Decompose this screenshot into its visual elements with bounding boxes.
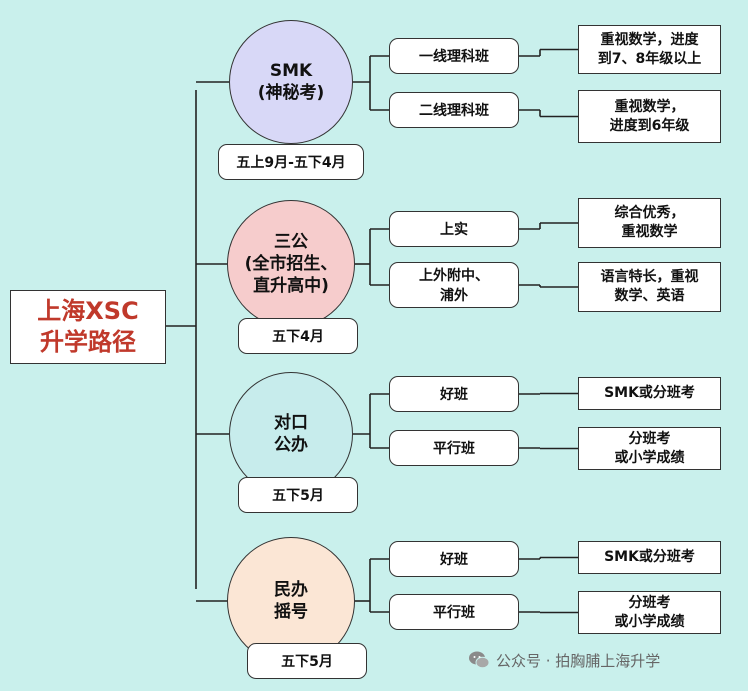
- track-box: 好班: [389, 376, 519, 412]
- track-description: 分班考或小学成绩: [578, 427, 721, 470]
- branch-date-1: 五上9月-五下4月: [218, 144, 364, 180]
- track-name: 好班: [440, 387, 468, 403]
- track-description-line: 分班考: [628, 430, 671, 447]
- track-description: 语言特长，重视数学、英语: [578, 262, 721, 312]
- root-title-line2: 升学路径: [40, 328, 136, 356]
- track-description: 重视数学，进度到7、8年级以上: [578, 25, 721, 74]
- track-name: 上实: [440, 222, 468, 238]
- track-description: SMK或分班考: [578, 377, 721, 410]
- branch-circle-text: SMK: [269, 61, 313, 81]
- branch-circle-text: 三公: [274, 232, 308, 252]
- branch-date-2: 五下4月: [238, 318, 358, 354]
- footer-watermark: 公众号 · 拍胸脯上海升学: [468, 647, 660, 673]
- track-description-line: 重视数学，: [614, 98, 685, 115]
- branch-circle-text: 摇号: [274, 602, 308, 622]
- track-description: 综合优秀， 重视数学: [578, 198, 721, 248]
- track-description: SMK或分班考: [578, 541, 721, 574]
- track-box: 上实: [389, 211, 519, 247]
- track-name: 上外附中、: [419, 268, 489, 284]
- wechat-icon: [468, 649, 490, 671]
- branch-circle-text: 对口: [274, 413, 308, 433]
- track-name: 一线理科班: [419, 49, 489, 65]
- track-description-line: SMK或分班考: [604, 549, 695, 565]
- track-description-line: 进度到6年级: [609, 117, 690, 134]
- branch-circle-2: 三公(全市招生、直升高中): [227, 200, 355, 328]
- branch-circle-text: 公办: [274, 435, 308, 455]
- branch-circle-text: 直升高中): [253, 276, 329, 296]
- track-box: 平行班: [389, 594, 519, 630]
- track-description-line: 重视数学，进度: [600, 31, 699, 48]
- track-description-line: 语言特长，重视: [600, 269, 699, 285]
- branch-date-4: 五下5月: [247, 643, 367, 679]
- track-name: 浦外: [440, 288, 468, 304]
- branch-circle-text: (全市招生、: [244, 254, 338, 274]
- track-description-line: 分班考: [628, 594, 671, 611]
- root-node: 上海XSC 升学路径: [10, 290, 166, 364]
- track-box: 二线理科班: [389, 92, 519, 128]
- branch-circle-text: 民办: [274, 580, 308, 600]
- track-name: 好班: [440, 552, 468, 568]
- track-description: 重视数学， 进度到6年级: [578, 90, 721, 143]
- track-box: 上外附中、浦外: [389, 262, 519, 308]
- track-description-line: 到7、8年级以上: [597, 50, 702, 67]
- branch-circle-3: 对口公办: [229, 372, 353, 496]
- branch-circle-text: (神秘考): [257, 83, 325, 103]
- footer-text: 公众号 · 拍胸脯上海升学: [496, 651, 661, 670]
- branch-circle-1: SMK(神秘考): [229, 20, 353, 144]
- track-name: 平行班: [433, 441, 475, 457]
- track-description-line: 数学、英语: [614, 288, 685, 304]
- track-description-line: SMK或分班考: [604, 385, 695, 401]
- root-title-line1: 上海XSC: [37, 297, 139, 325]
- track-description-line: 或小学成绩: [614, 613, 685, 630]
- track-description-line: 或小学成绩: [614, 449, 685, 466]
- track-box: 平行班: [389, 430, 519, 466]
- branch-date-3: 五下5月: [238, 477, 358, 513]
- track-name: 平行班: [433, 605, 475, 621]
- track-name: 二线理科班: [419, 103, 489, 119]
- track-box: 一线理科班: [389, 38, 519, 74]
- track-description-line: 综合优秀，: [614, 205, 685, 221]
- track-description: 分班考或小学成绩: [578, 591, 721, 634]
- track-box: 好班: [389, 541, 519, 577]
- track-description-line: 重视数学: [621, 224, 678, 240]
